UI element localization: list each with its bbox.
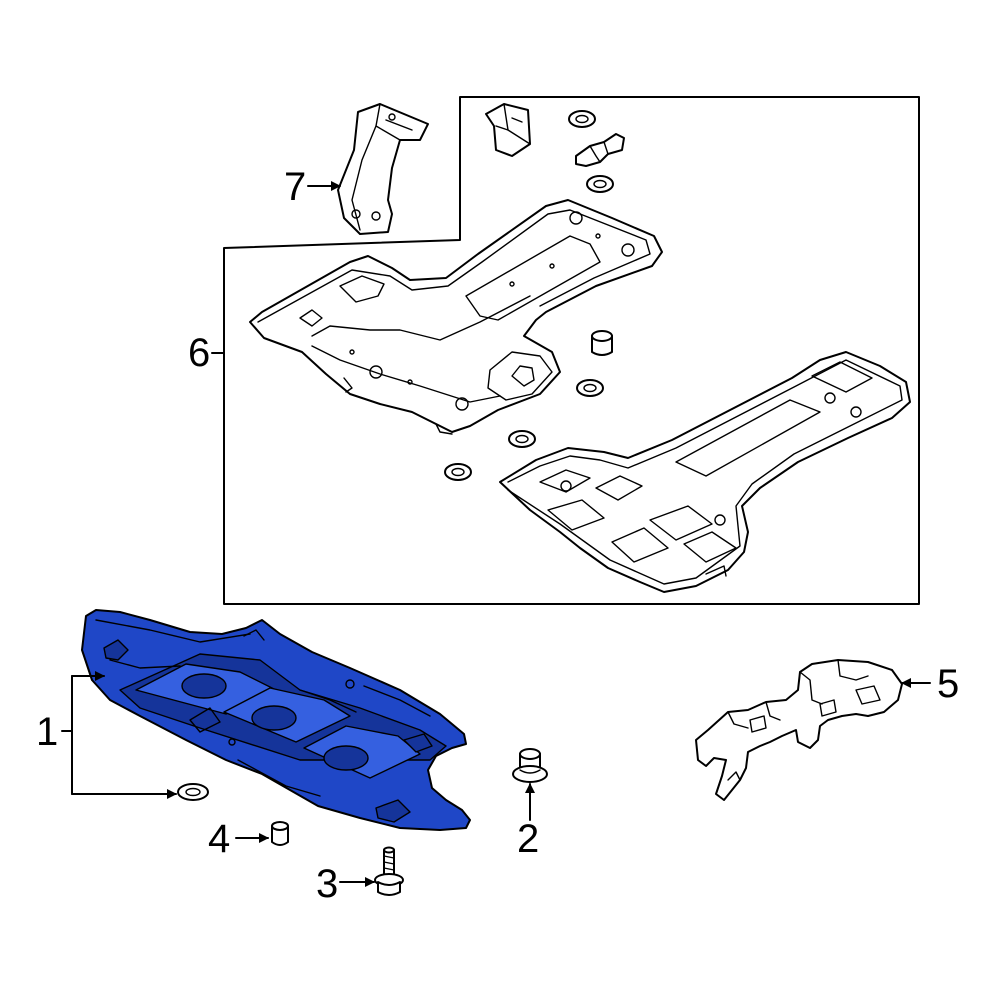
callout-3: 3 [316, 862, 338, 906]
leader-1-bracket [61, 675, 73, 795]
callout-1: 1 [36, 710, 58, 754]
part-7-bracket[interactable] [337, 103, 429, 235]
part-6-washer-d[interactable] [508, 430, 536, 448]
callout-6: 6 [188, 331, 210, 375]
part-6-washer-e[interactable] [444, 463, 472, 481]
part-6-upper-shield-left[interactable] [249, 199, 663, 435]
part-6-spacer[interactable] [591, 330, 613, 356]
part-2-clip[interactable] [512, 748, 548, 783]
callout-7: 7 [284, 165, 306, 209]
group-frame-6 [223, 96, 920, 605]
part-6-washer-c[interactable] [576, 379, 604, 397]
part-6-push-pin[interactable] [575, 133, 625, 167]
part-1-splash-shield[interactable] [81, 609, 471, 831]
part-3-bolt[interactable] [374, 846, 404, 896]
part-6-lower-shield-right[interactable] [499, 351, 911, 593]
part-6-bracket-clip[interactable] [485, 103, 531, 157]
part-4-spacer[interactable] [271, 821, 289, 846]
callout-5: 5 [937, 662, 959, 706]
part-6-washer-b[interactable] [586, 175, 614, 193]
part-1-grommet[interactable] [177, 783, 209, 801]
callout-2: 2 [517, 817, 539, 861]
part-6-washer-a[interactable] [568, 110, 596, 128]
callout-4: 4 [208, 817, 230, 861]
part-5-bracket[interactable] [695, 659, 903, 801]
